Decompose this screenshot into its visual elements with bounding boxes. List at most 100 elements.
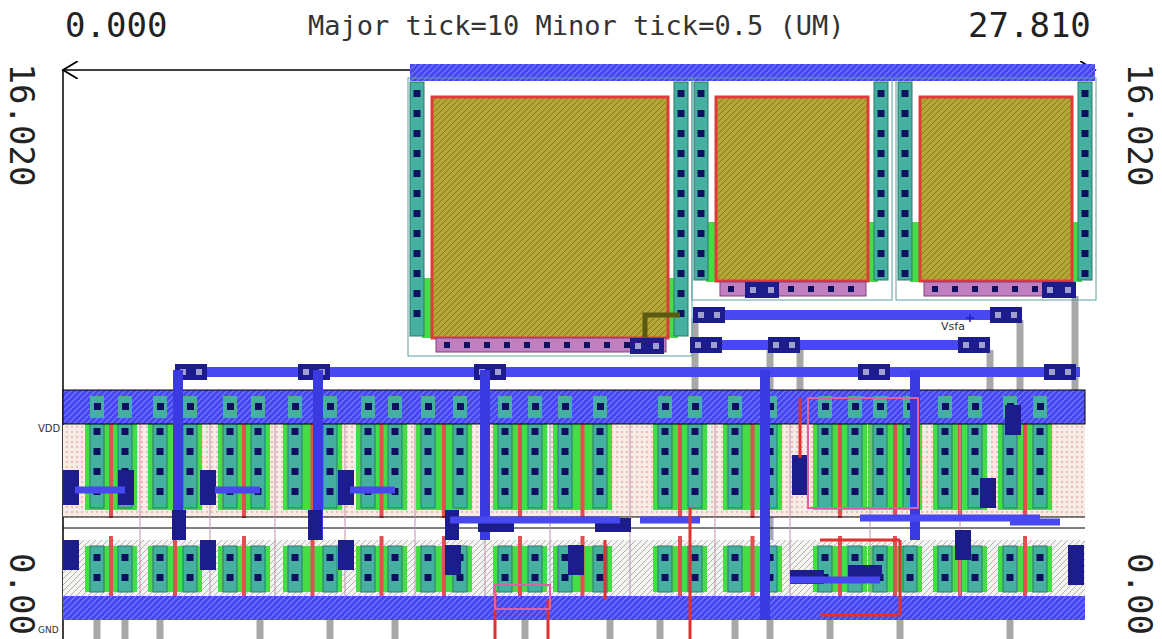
- contact: [562, 554, 569, 561]
- cell-boundary: [790, 392, 791, 620]
- contact: [564, 342, 570, 348]
- contact: [94, 428, 101, 435]
- contact-column: [421, 396, 435, 418]
- poly-gate: [109, 536, 113, 598]
- contact: [972, 488, 979, 495]
- contact: [227, 468, 234, 475]
- contact: [662, 468, 669, 475]
- contact-column: [528, 396, 542, 418]
- contact-column: [873, 396, 887, 418]
- contact: [902, 270, 909, 277]
- contact: [392, 403, 399, 410]
- contact: [425, 488, 432, 495]
- poly-outline: [808, 398, 918, 508]
- contact: [187, 428, 194, 435]
- contact: [662, 448, 669, 455]
- contact: [1037, 488, 1044, 495]
- contact: [877, 554, 884, 561]
- via-cut: [196, 369, 202, 375]
- contact: [94, 574, 101, 581]
- contact: [292, 403, 299, 410]
- contact: [187, 403, 194, 410]
- contact-column: [323, 396, 337, 418]
- poly-route: [604, 540, 607, 600]
- contact: [902, 210, 909, 217]
- contact: [597, 468, 604, 475]
- contact: [678, 210, 685, 217]
- metal-line: [695, 340, 990, 350]
- local-strap: [568, 545, 584, 575]
- pin-label: GND: [38, 626, 59, 635]
- contact: [94, 403, 101, 410]
- pwell: [63, 540, 1085, 596]
- contact: [597, 488, 604, 495]
- contact: [392, 428, 399, 435]
- contact-column: [658, 546, 672, 592]
- local-strap: [308, 510, 322, 540]
- contact: [728, 286, 734, 292]
- contact: [1012, 286, 1018, 292]
- local-strap: [445, 545, 461, 575]
- contact: [698, 170, 705, 177]
- contact-column: [674, 82, 688, 336]
- contact: [852, 428, 859, 435]
- contact: [292, 488, 299, 495]
- contact: [94, 448, 101, 455]
- contact: [822, 428, 829, 435]
- contact: [502, 554, 509, 561]
- contact: [227, 428, 234, 435]
- contact-column: [558, 396, 572, 418]
- contact: [808, 286, 814, 292]
- contact: [942, 428, 949, 435]
- contact: [624, 342, 630, 348]
- via-cut: [995, 312, 1001, 318]
- contact: [698, 150, 705, 157]
- contact: [822, 488, 829, 495]
- contact: [662, 554, 669, 561]
- contact: [942, 554, 949, 561]
- local-wire: [860, 515, 1040, 522]
- contact: [597, 574, 604, 581]
- contact: [157, 448, 164, 455]
- via: [630, 338, 664, 354]
- contact: [365, 574, 372, 581]
- contact: [255, 554, 262, 561]
- contact: [502, 488, 509, 495]
- contact: [414, 110, 421, 117]
- contact-column: [183, 396, 197, 418]
- ruler-coordinate: 16.020: [1123, 64, 1157, 187]
- contact: [678, 270, 685, 277]
- via-cut: [768, 287, 774, 293]
- contact: [425, 403, 432, 410]
- contact: [877, 403, 884, 410]
- contact: [698, 110, 705, 117]
- poly-gate: [518, 536, 522, 598]
- local-strap: [200, 470, 216, 505]
- cell-boundary: [415, 392, 416, 620]
- contact: [502, 428, 509, 435]
- local-strap: [980, 478, 996, 508]
- contact: [1082, 130, 1089, 137]
- contact: [425, 554, 432, 561]
- contact-column: [453, 396, 467, 418]
- contact: [255, 448, 262, 455]
- contact: [544, 342, 550, 348]
- cell-boundary: [870, 392, 871, 620]
- contact: [122, 403, 129, 410]
- contact: [662, 574, 669, 581]
- contact-column: [288, 546, 302, 592]
- local-strap: [1005, 405, 1021, 435]
- contact-column: [694, 82, 708, 280]
- contact: [692, 468, 699, 475]
- contact: [414, 210, 421, 217]
- contact: [292, 574, 299, 581]
- contact: [1007, 468, 1014, 475]
- contact: [327, 428, 334, 435]
- contact: [852, 488, 859, 495]
- poly-route: [899, 540, 902, 615]
- cell-boundary: [345, 392, 346, 620]
- via: [768, 337, 800, 353]
- contact: [255, 468, 262, 475]
- contact: [365, 403, 372, 410]
- contact: [227, 554, 234, 561]
